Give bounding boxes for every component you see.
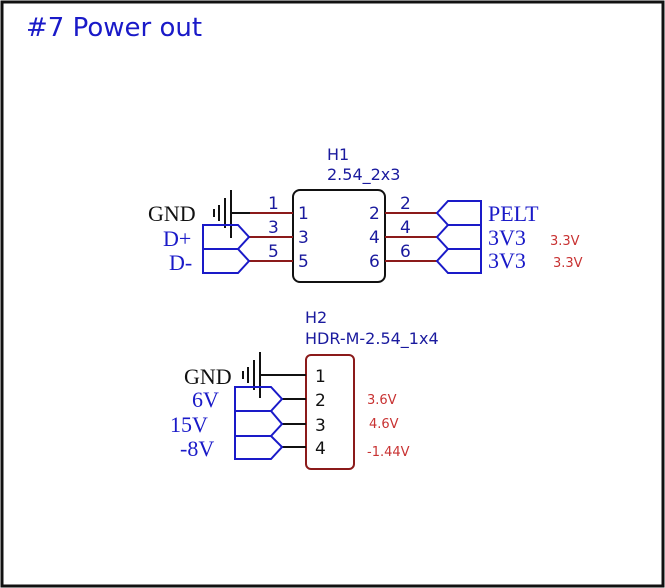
h1-pin5-inner-number: 5 <box>298 252 309 272</box>
annotation-6v: 3.6V <box>367 393 397 408</box>
h1-designator: H1 <box>327 145 349 164</box>
h1-value: 2.54_2x3 <box>327 165 400 185</box>
port-label-3v3-b: 3V3 <box>488 248 526 273</box>
h1-pin3-outer-number: 3 <box>268 218 279 238</box>
h2-pin2-number: 2 <box>315 391 326 411</box>
h1-pin3-inner-number: 3 <box>298 228 309 248</box>
port-arrow-icon <box>234 410 284 437</box>
h2-designator: H2 <box>305 308 327 327</box>
annotation-15v: 4.6V <box>369 417 399 432</box>
annotation-3v3-b: 3.3V <box>553 256 583 271</box>
h1-pin1-inner-number: 1 <box>298 204 309 224</box>
port-label-3v3-a: 3V3 <box>488 225 526 250</box>
port-label-dplus: D+ <box>163 226 191 251</box>
annotation-3v3-a: 3.3V <box>550 234 580 249</box>
port-arrow-icon <box>435 200 482 226</box>
h1-port-dplus[interactable]: D+ <box>163 224 251 251</box>
h2-port-6v[interactable]: 6V <box>192 386 284 412</box>
h1-pin1-outer-number: 1 <box>268 194 279 214</box>
port-arrow-icon <box>202 248 251 274</box>
port-arrow-icon <box>202 224 251 250</box>
port-label-6v: 6V <box>192 387 219 412</box>
h2-pin4-number: 4 <box>315 439 326 459</box>
h1-gnd-label: GND <box>148 201 196 226</box>
port-arrow-icon <box>435 224 482 250</box>
h2-pin3-number: 3 <box>315 416 326 436</box>
h2-body <box>305 354 355 470</box>
h1-port-dminus[interactable]: D- <box>169 248 251 275</box>
h1-pin2-inner-number: 2 <box>369 204 380 224</box>
h2-pin1-number: 1 <box>315 367 326 387</box>
h1-pin6-outer-number: 6 <box>400 242 411 262</box>
component-h2[interactable]: H2 HDR-M-2.54_1x4 1 2 3 4 3.6V 4.6V -1.4… <box>260 308 439 470</box>
h1-pin4-outer-number: 4 <box>400 218 411 238</box>
h2-port-15v[interactable]: 15V <box>170 410 284 437</box>
port-label-dminus: D- <box>169 250 192 275</box>
h1-pin5-outer-number: 5 <box>268 242 279 262</box>
h2-gnd-label: GND <box>184 364 232 389</box>
h2-gnd-symbol[interactable]: GND <box>184 352 261 398</box>
port-arrow-icon <box>234 386 284 412</box>
port-arrow-icon <box>435 248 482 274</box>
h2-value: HDR-M-2.54_1x4 <box>305 329 439 349</box>
h1-pin2-outer-number: 2 <box>400 194 411 214</box>
h1-port-3v3-b[interactable]: 3V3 3.3V <box>435 248 583 274</box>
component-h1[interactable]: H1 2.54_2x3 1 3 5 1 3 5 2 4 6 2 4 6 <box>245 145 437 283</box>
h1-pin4-inner-number: 4 <box>369 228 380 248</box>
h1-port-pelt[interactable]: PELT <box>435 200 539 226</box>
port-label-15v: 15V <box>170 412 208 437</box>
h1-gnd-symbol[interactable]: GND <box>148 190 250 238</box>
h2-port-minus8v[interactable]: -8V <box>180 435 284 461</box>
sheet-title: #7 Power out <box>26 13 202 43</box>
h1-pin6-inner-number: 6 <box>369 252 380 272</box>
h1-port-3v3-a[interactable]: 3V3 3.3V <box>435 224 580 250</box>
annotation-minus8v: -1.44V <box>367 445 410 460</box>
port-arrow-icon <box>234 435 284 460</box>
port-label-pelt: PELT <box>488 201 539 226</box>
port-label-minus8v: -8V <box>180 436 214 461</box>
